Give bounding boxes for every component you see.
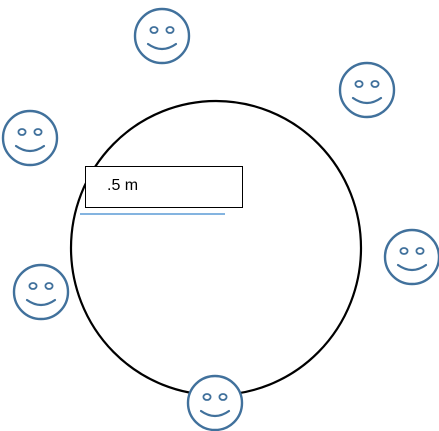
radius-label-box: .5 m xyxy=(85,166,243,208)
radius-label: .5 m xyxy=(107,177,139,194)
people-group xyxy=(1,7,439,431)
table-circle xyxy=(69,99,363,397)
smiley-face-icon xyxy=(186,374,244,431)
smiley-face-icon xyxy=(338,61,396,119)
smiley-face-icon xyxy=(12,263,70,321)
smiley-face-icon xyxy=(1,109,59,167)
smiley-face-icon xyxy=(383,228,439,286)
smiley-face-icon xyxy=(133,7,191,65)
